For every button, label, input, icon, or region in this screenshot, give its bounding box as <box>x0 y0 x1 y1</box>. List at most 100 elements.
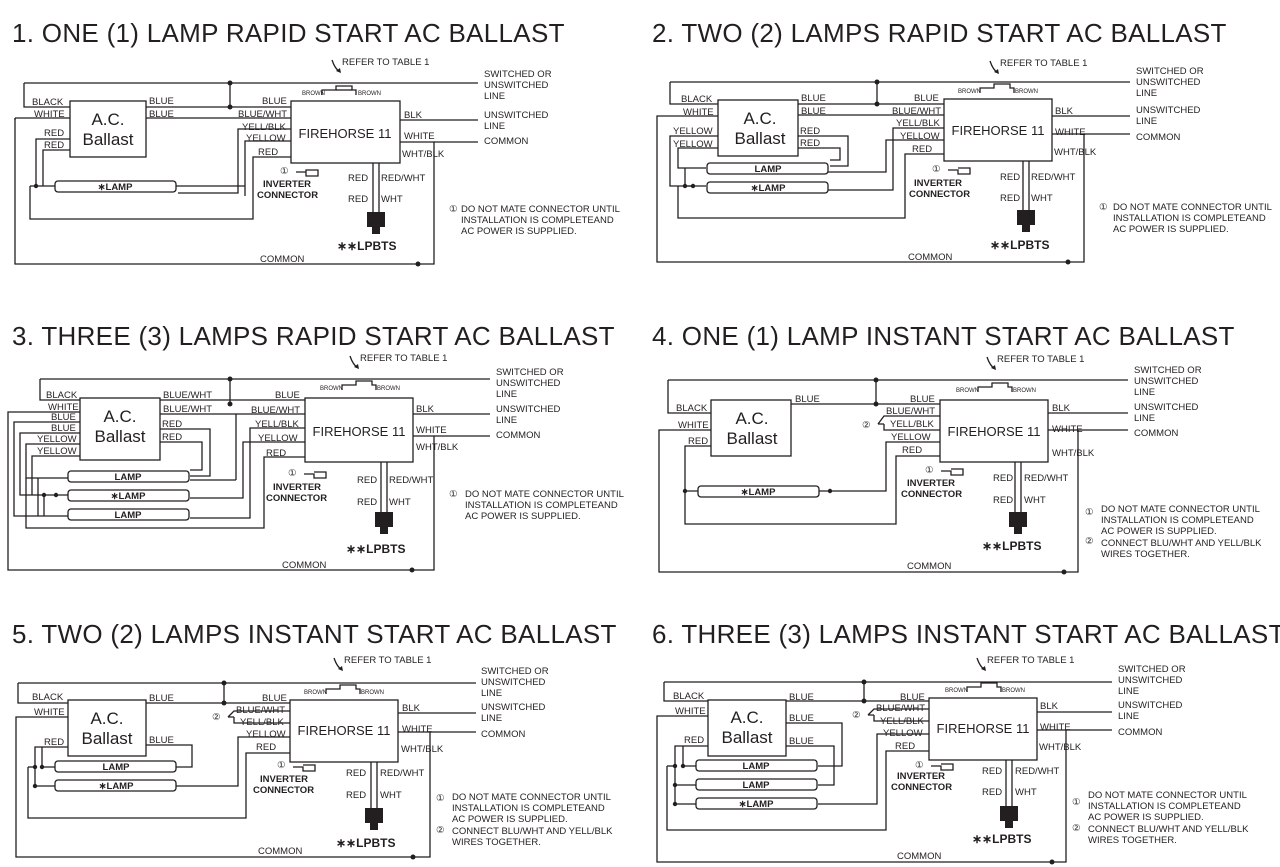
wire-label: YELL/BLK <box>880 716 924 727</box>
refer-label: REFER TO TABLE 1 <box>997 354 1084 365</box>
lpbts-battery <box>365 808 383 823</box>
unswitched-label: UNSWITCHED <box>1134 402 1199 413</box>
switched-label: SWITCHED OR <box>1118 664 1186 675</box>
diagram-3: 3. THREE (3) LAMPS RAPID START AC BALLAS… <box>7 321 624 573</box>
wire-label: WHT <box>1015 787 1037 798</box>
red-wire <box>42 149 70 186</box>
wire-label: YELL/BLK <box>242 122 286 133</box>
brown-label: BROWN <box>1002 688 1025 694</box>
inverter-label: INVERTER <box>914 178 962 189</box>
ballast-label: A.C. <box>91 110 124 129</box>
wire-label: RED <box>1000 172 1020 183</box>
switched-label: UNSWITCHED <box>481 677 546 688</box>
wire-label: BLUE <box>51 412 76 423</box>
wire-label: WHT <box>1031 193 1053 204</box>
wire-label: RED/WHT <box>389 475 434 486</box>
wire-label: WHT <box>1024 495 1046 506</box>
wire-label: WHT <box>381 194 403 205</box>
lamp <box>695 759 818 772</box>
yellow-wire <box>244 140 291 196</box>
lamp-label: LAMP <box>103 762 131 773</box>
common-wire <box>658 429 1079 573</box>
lamp <box>67 470 190 483</box>
circle-1: ① <box>932 164 941 175</box>
lamp-label: LAMP <box>755 164 783 175</box>
wire-label: BLUE <box>262 693 287 704</box>
wire-label: BLUE <box>801 93 826 104</box>
note-1: ① <box>449 489 458 500</box>
ballast-label: Ballast <box>721 728 772 747</box>
wire-label: RED <box>800 126 820 137</box>
note-text: INSTALLATION IS COMPLETEAND <box>1088 801 1241 812</box>
unswitched-label: LINE <box>484 121 505 132</box>
inverter-label: CONNECTOR <box>891 782 952 793</box>
wire-label: YELLOW <box>673 139 713 150</box>
wire-label: RED/WHT <box>1015 766 1060 777</box>
circle-2: ② <box>862 420 871 431</box>
brown-label: BROWN <box>1015 89 1038 95</box>
diagram-title: 1. ONE (1) LAMP RAPID START AC BALLAST <box>12 18 565 48</box>
lamp-label: ∗LAMP <box>739 799 775 810</box>
diagram-title: 2. TWO (2) LAMPS RAPID START AC BALLAST <box>652 18 1227 48</box>
ballast-label: A.C. <box>730 708 763 727</box>
switched-label: LINE <box>1118 686 1139 697</box>
wire-label: BLACK <box>681 94 713 105</box>
brown-label: BROWN <box>361 690 384 696</box>
brown-label: BROWN <box>320 386 343 392</box>
ac-ballast <box>707 699 787 757</box>
note-text: INSTALLATION IS COMPLETEAND <box>452 803 605 814</box>
circle-2: ② <box>212 712 221 723</box>
switched-label: LINE <box>481 688 502 699</box>
ac-ballast <box>710 399 792 457</box>
lamp <box>695 778 818 791</box>
firehorse-label: FIREHORSE 11 <box>299 126 392 141</box>
unswitched-label: LINE <box>1136 116 1157 127</box>
firehorse-unit <box>289 699 399 763</box>
wire-label: WHITE <box>1052 424 1083 435</box>
brown-label: BROWN <box>302 91 325 97</box>
wire-label: BLK <box>1055 106 1074 117</box>
wire-label: WHITE <box>402 724 433 735</box>
diagram-title: 5. TWO (2) LAMPS INSTANT START AC BALLAS… <box>12 619 617 649</box>
wire-label: BLUE <box>262 96 287 107</box>
unswitched-label: UNSWITCHED <box>1118 700 1183 711</box>
unswitched-label: LINE <box>496 415 517 426</box>
wire-label: RED <box>258 147 278 158</box>
diagram-6: 6. THREE (3) LAMPS INSTANT START AC BALL… <box>652 619 1280 865</box>
ac-ballast <box>67 699 147 757</box>
common-label: COMMON <box>907 561 951 572</box>
note-text: WIRES TOGETHER. <box>1101 549 1190 560</box>
wire-label: WHT/BLK <box>1052 448 1095 459</box>
note-text: AC POWER IS SUPPLIED. <box>465 511 581 522</box>
wire-label: WHITE <box>34 109 65 120</box>
unswitched-label: UNSWITCHED <box>481 702 546 713</box>
inverter-label: CONNECTOR <box>266 493 327 504</box>
switched-label: SWITCHED OR <box>496 367 564 378</box>
wire-label: BLUE <box>789 736 814 747</box>
wire-label: BLUE <box>149 109 174 120</box>
wire-label: BLACK <box>676 403 708 414</box>
firehorse-unit <box>290 100 401 164</box>
wire-label: BLK <box>416 404 435 415</box>
wire-label: RED/WHT <box>380 768 425 779</box>
diagram-5: 5. TWO (2) LAMPS INSTANT START AC BALLAS… <box>12 619 617 860</box>
red-wire <box>35 138 70 186</box>
red-wire <box>29 156 291 220</box>
brown-label: BROWN <box>956 388 979 394</box>
wire-label: RED <box>688 436 708 447</box>
wire-label: WHITE <box>34 707 65 718</box>
note-text: AC POWER IS SUPPLIED. <box>1101 526 1217 537</box>
note-text: AC POWER IS SUPPLIED. <box>1113 224 1229 235</box>
wire-label: RED <box>982 787 1002 798</box>
firehorse-label: FIREHORSE 11 <box>948 424 1041 439</box>
wire-label: YELLOW <box>673 126 713 137</box>
wire-label: RED <box>162 432 182 443</box>
inverter-label: INVERTER <box>273 482 321 493</box>
wire-label: RED <box>162 419 182 430</box>
wire-label: RED <box>346 768 366 779</box>
brown-label: BROWN <box>358 91 381 97</box>
lpbts-label: ∗∗LPBTS <box>336 836 395 850</box>
common-label: COMMON <box>484 136 528 147</box>
inverter-label: INVERTER <box>260 774 308 785</box>
